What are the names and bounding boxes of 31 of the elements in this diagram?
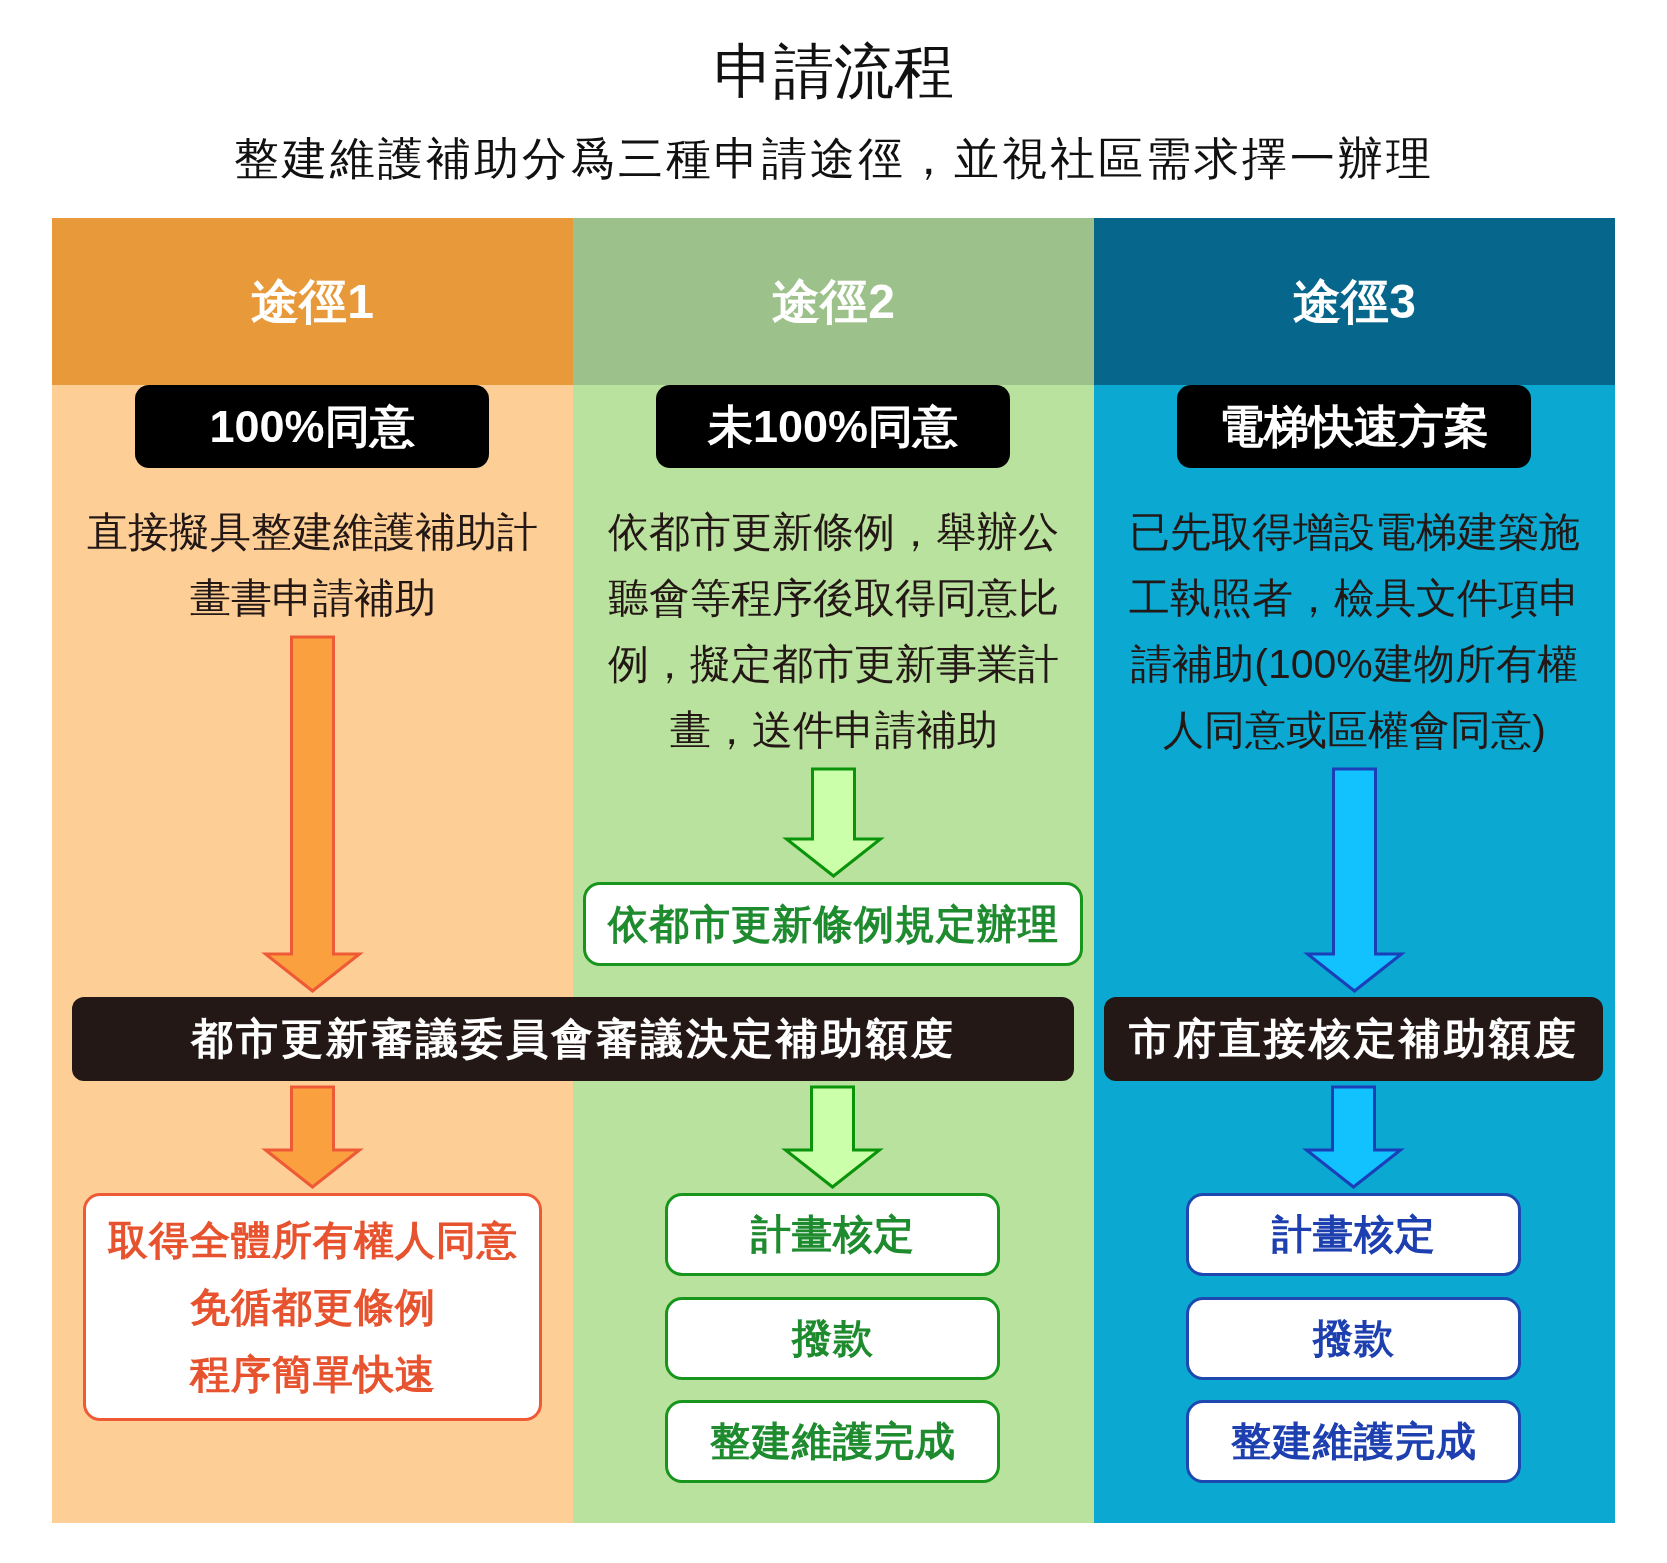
step-box: 整建維護完成 xyxy=(1186,1400,1521,1483)
route-header: 途徑2 xyxy=(573,218,1094,385)
result-text: 取得全體所有權人同意 xyxy=(107,1216,518,1264)
block-arrow xyxy=(782,767,885,878)
block-arrow xyxy=(261,1085,364,1189)
result-text: 程序簡單快速 xyxy=(189,1350,436,1398)
condition-tag: 電梯快速方案 xyxy=(1177,385,1531,468)
step-box: 撥款 xyxy=(665,1297,1000,1380)
description-text: 依都市更新條例，舉辦公聽會等程序後取得同意比例，擬定都市更新事業計畫，送件申請補助 xyxy=(596,499,1071,763)
route-column xyxy=(1094,218,1615,1523)
step-box: 整建維護完成 xyxy=(665,1400,1000,1483)
process-banner: 市府直接核定補助額度 xyxy=(1104,997,1603,1081)
process-banner: 都市更新審議委員會審議決定補助額度 xyxy=(72,997,1074,1081)
diagram-title: 申請流程 xyxy=(712,37,955,107)
step-box: 計畫核定 xyxy=(665,1193,1000,1276)
block-arrow xyxy=(1302,1085,1405,1189)
route-header: 途徑1 xyxy=(52,218,573,385)
condition-tag: 未100%同意 xyxy=(656,385,1010,468)
condition-tag: 100%同意 xyxy=(135,385,489,468)
step-box: 撥款 xyxy=(1186,1297,1521,1380)
result-text: 免循都更條例 xyxy=(189,1283,436,1331)
step-box: 計畫核定 xyxy=(1186,1193,1521,1276)
block-arrow xyxy=(261,635,364,993)
subtitle: 整建維護補助分爲三種申請途徑，並視社區需求擇一辦理 xyxy=(232,132,1435,186)
route-header: 途徑3 xyxy=(1094,218,1615,385)
block-arrow xyxy=(1303,767,1406,993)
result-box xyxy=(83,1193,542,1421)
process-box: 依都市更新條例規定辦理 xyxy=(583,882,1083,966)
block-arrow xyxy=(781,1085,884,1189)
description-text: 直接擬具整建維護補助計畫書申請補助 xyxy=(75,499,550,631)
description-text: 已先取得增設電梯建築施工執照者，檢具文件項申請補助(100%建物所有權人同意或區權會同意) xyxy=(1117,499,1592,763)
